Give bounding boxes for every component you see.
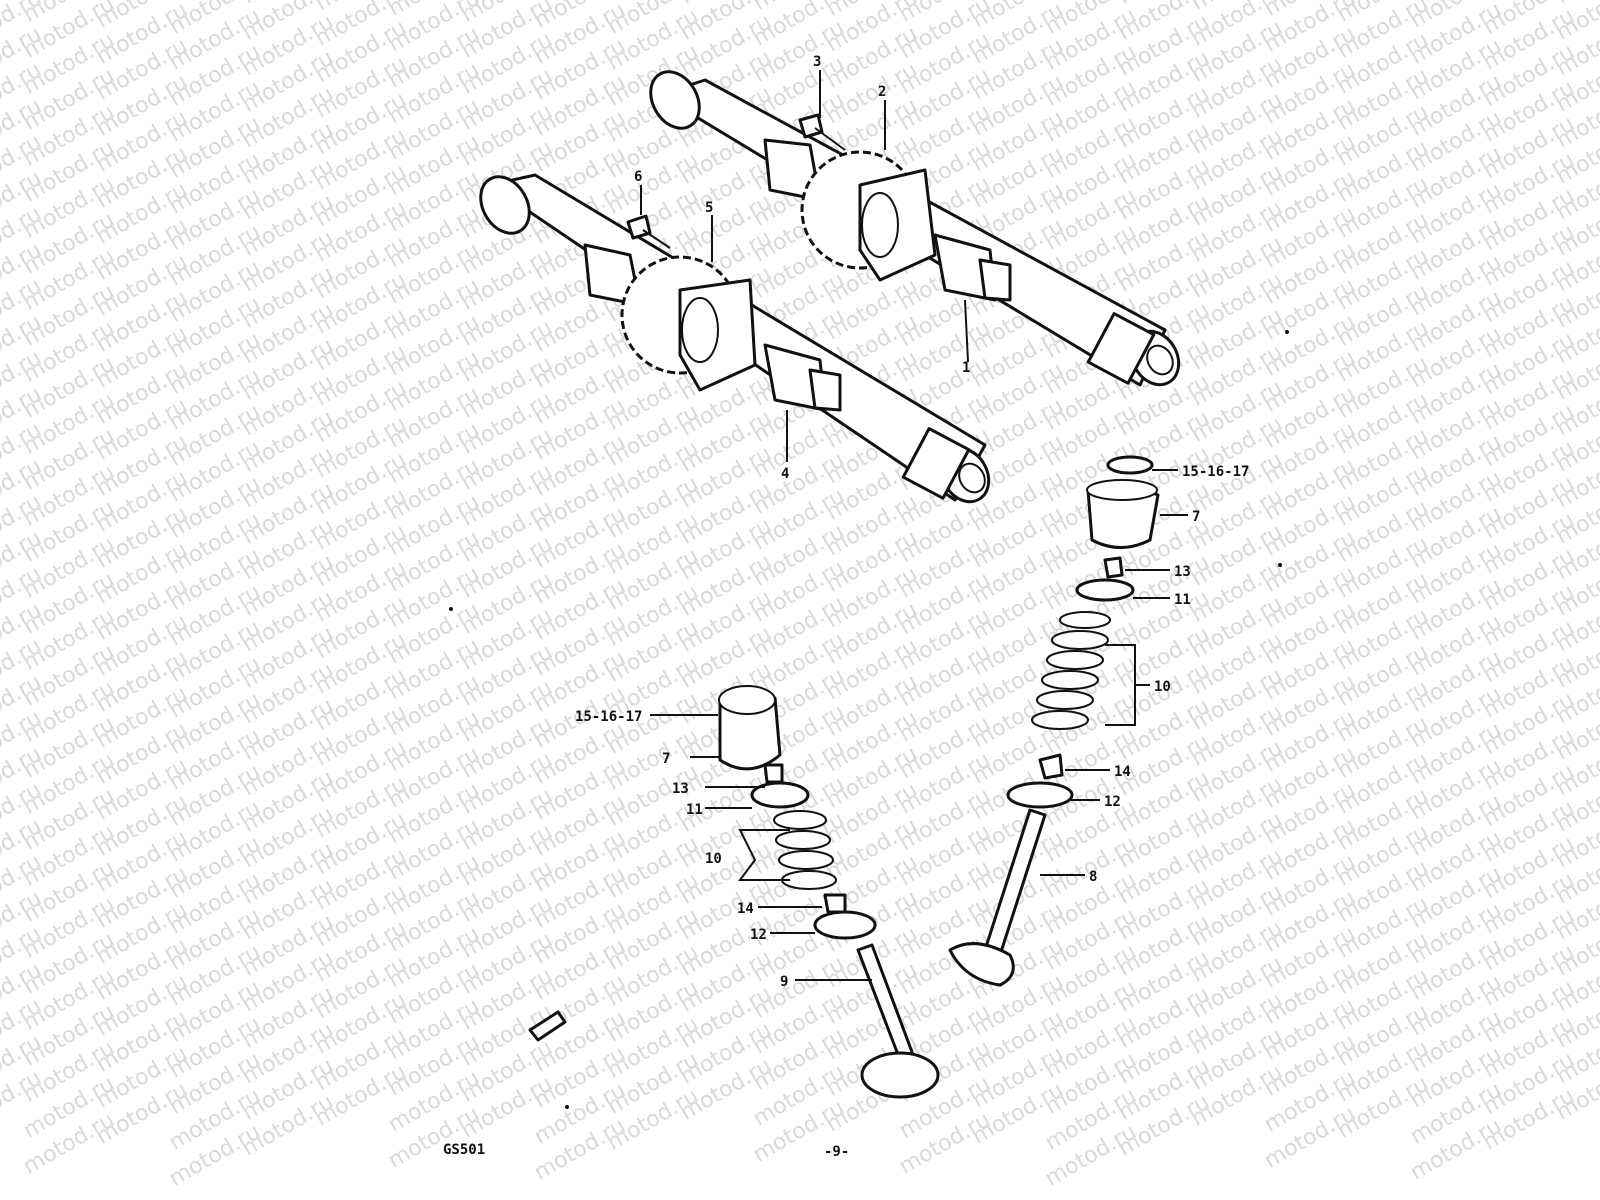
callout-3: 3 xyxy=(813,54,821,70)
page-number: -9- xyxy=(824,1144,849,1160)
callout-left-tappet: 7 xyxy=(662,751,670,767)
stem-seal-right xyxy=(1038,753,1064,780)
callout-6: 6 xyxy=(634,169,642,185)
callout-right-shim: 15-16-17 xyxy=(1182,464,1249,480)
valve-assembly-left xyxy=(718,685,940,1099)
spring-seat-right xyxy=(1006,781,1074,809)
callout-left-cotter: 13 xyxy=(672,781,689,797)
callout-right-cotter: 13 xyxy=(1174,564,1191,580)
cam-sprocket-upper xyxy=(800,150,937,282)
cotter-right xyxy=(1103,556,1124,579)
stem-seal-left xyxy=(823,893,847,914)
shim-left xyxy=(718,685,776,715)
spring-left xyxy=(773,810,837,890)
spring-right xyxy=(1031,611,1111,730)
leader-lines xyxy=(640,70,1188,981)
callout-right-valve: 8 xyxy=(1089,869,1097,885)
cotter-left xyxy=(763,763,784,784)
callout-5: 5 xyxy=(705,200,713,216)
retainer-left xyxy=(750,781,810,809)
callout-right-seal: 14 xyxy=(1114,764,1131,780)
sprocket-bolt-upper xyxy=(798,113,846,151)
retainer-right xyxy=(1075,578,1135,602)
valve-left xyxy=(856,943,917,1067)
callout-left-seal: 14 xyxy=(737,901,754,917)
shim-right xyxy=(1106,455,1154,475)
front-arrow-icon xyxy=(528,1010,567,1042)
callout-2: 2 xyxy=(878,84,886,100)
callout-left-retainer: 11 xyxy=(686,802,703,818)
callout-1: 1 xyxy=(962,360,970,376)
callout-right-retainer: 11 xyxy=(1174,592,1191,608)
callout-labels: 3 2 1 6 5 4 15-16-17 7 13 11 10 14 12 8 … xyxy=(575,54,1249,990)
callout-right-tappet: 7 xyxy=(1192,509,1200,525)
valve-right xyxy=(983,808,1047,957)
callout-left-seat: 12 xyxy=(750,927,767,943)
callout-left-shim: 15-16-17 xyxy=(575,709,642,725)
callout-left-spring: 10 xyxy=(705,851,722,867)
valve-assembly-right xyxy=(948,455,1160,987)
callout-right-spring: 10 xyxy=(1154,679,1171,695)
sprocket-bolt-lower xyxy=(626,214,671,249)
callout-right-seat: 12 xyxy=(1104,794,1121,810)
cam-sprocket-lower xyxy=(620,255,757,392)
callout-left-valve: 9 xyxy=(780,974,788,990)
spring-seat-left xyxy=(813,910,877,940)
callout-4: 4 xyxy=(781,466,789,482)
drawing-code: GS501 xyxy=(443,1142,485,1158)
